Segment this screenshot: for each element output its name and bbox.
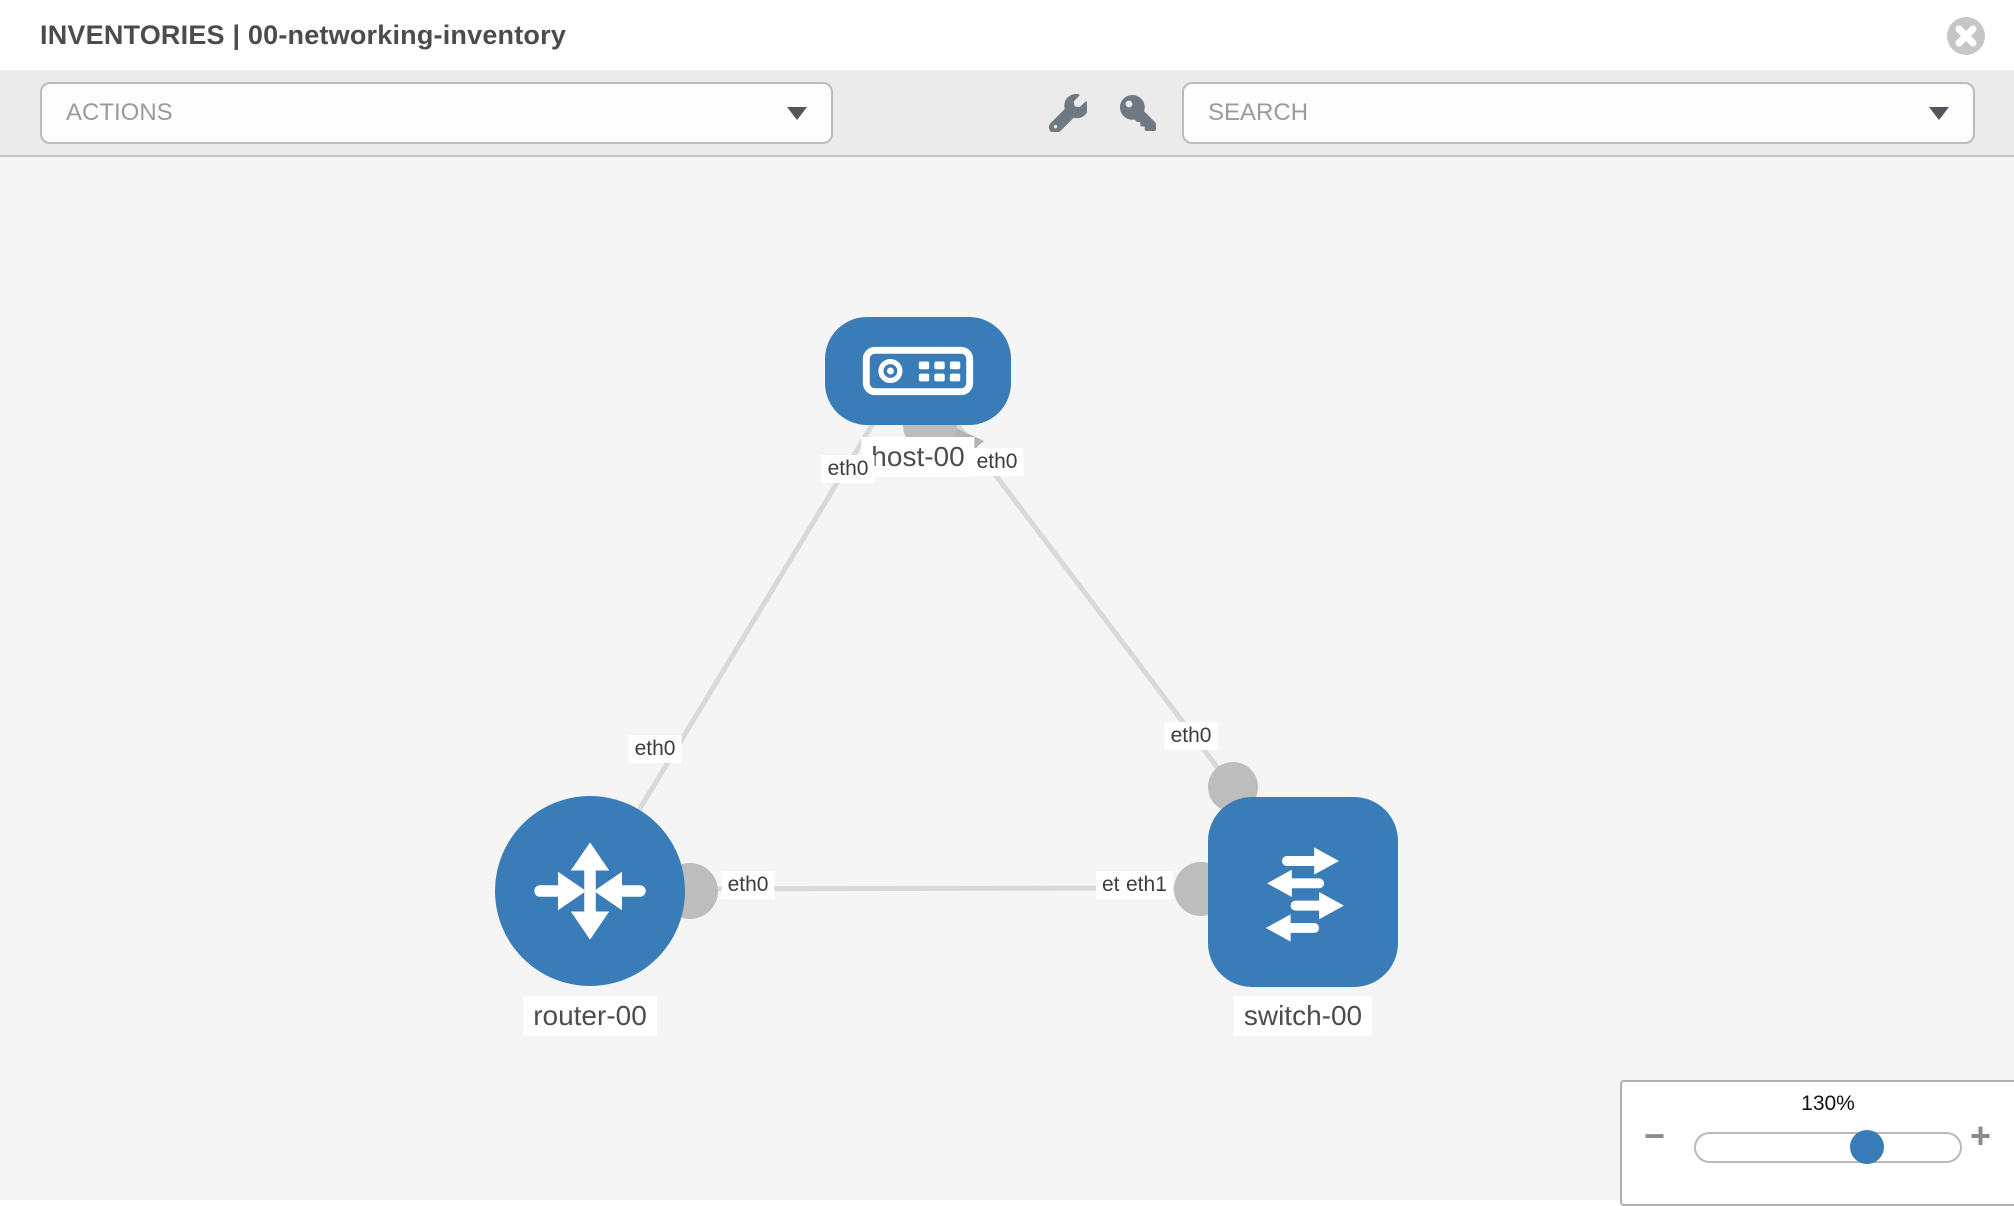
node-label-host-00: host-00 (861, 437, 975, 478)
interface-label-router-eth0-mid: eth0 (721, 871, 775, 900)
router-icon (534, 842, 646, 940)
node-label-switch-00: switch-00 (1233, 996, 1373, 1037)
zoom-in-button[interactable]: + (1970, 1115, 1992, 1156)
page-title: INVENTORIES | 00-networking-inventory (40, 20, 567, 50)
search-dropdown-value: SEARCH (1208, 99, 1309, 126)
chevron-down-icon (787, 106, 807, 120)
chevron-down-icon (1929, 106, 1949, 120)
interface-label-router-eth0-top: eth0 (628, 735, 682, 764)
host-icon (862, 346, 974, 396)
toolbar: ACTIONS SEARCH (0, 70, 2014, 157)
header: INVENTORIES | 00-networking-inventory (0, 0, 2014, 70)
zoom-out-button[interactable]: − (1644, 1115, 1666, 1156)
zoom-slider-track[interactable] (1694, 1130, 1962, 1164)
key-icon (1120, 94, 1156, 131)
configure-button[interactable] (1046, 92, 1090, 136)
interface-label-switch-eth1: eth1 (1120, 871, 1173, 900)
search-dropdown[interactable]: SEARCH (1182, 82, 1975, 144)
wrench-icon (1049, 93, 1089, 134)
actions-dropdown-value: ACTIONS (66, 99, 173, 126)
zoom-panel: 130% − + (1620, 1080, 2014, 1206)
node-host-00[interactable] (825, 317, 1011, 425)
interface-label-host-eth0-left: eth0 (821, 455, 875, 484)
node-label-router-00: router-00 (523, 996, 657, 1037)
actions-dropdown[interactable]: ACTIONS (40, 82, 833, 144)
node-switch-00[interactable] (1208, 797, 1398, 987)
key-button[interactable] (1116, 92, 1160, 136)
node-router-00[interactable] (495, 796, 685, 986)
zoom-level: 130% (1801, 1092, 1855, 1115)
zoom-slider-thumb[interactable] (1850, 1130, 1884, 1164)
interface-label-switch-eth0-top: eth0 (1164, 722, 1218, 751)
close-button[interactable] (1946, 16, 1986, 56)
close-icon (1947, 17, 1985, 55)
topology-canvas[interactable] (0, 157, 2014, 1200)
interface-label-host-eth0-right: eth0 (970, 448, 1024, 477)
switch-icon (1265, 847, 1344, 942)
